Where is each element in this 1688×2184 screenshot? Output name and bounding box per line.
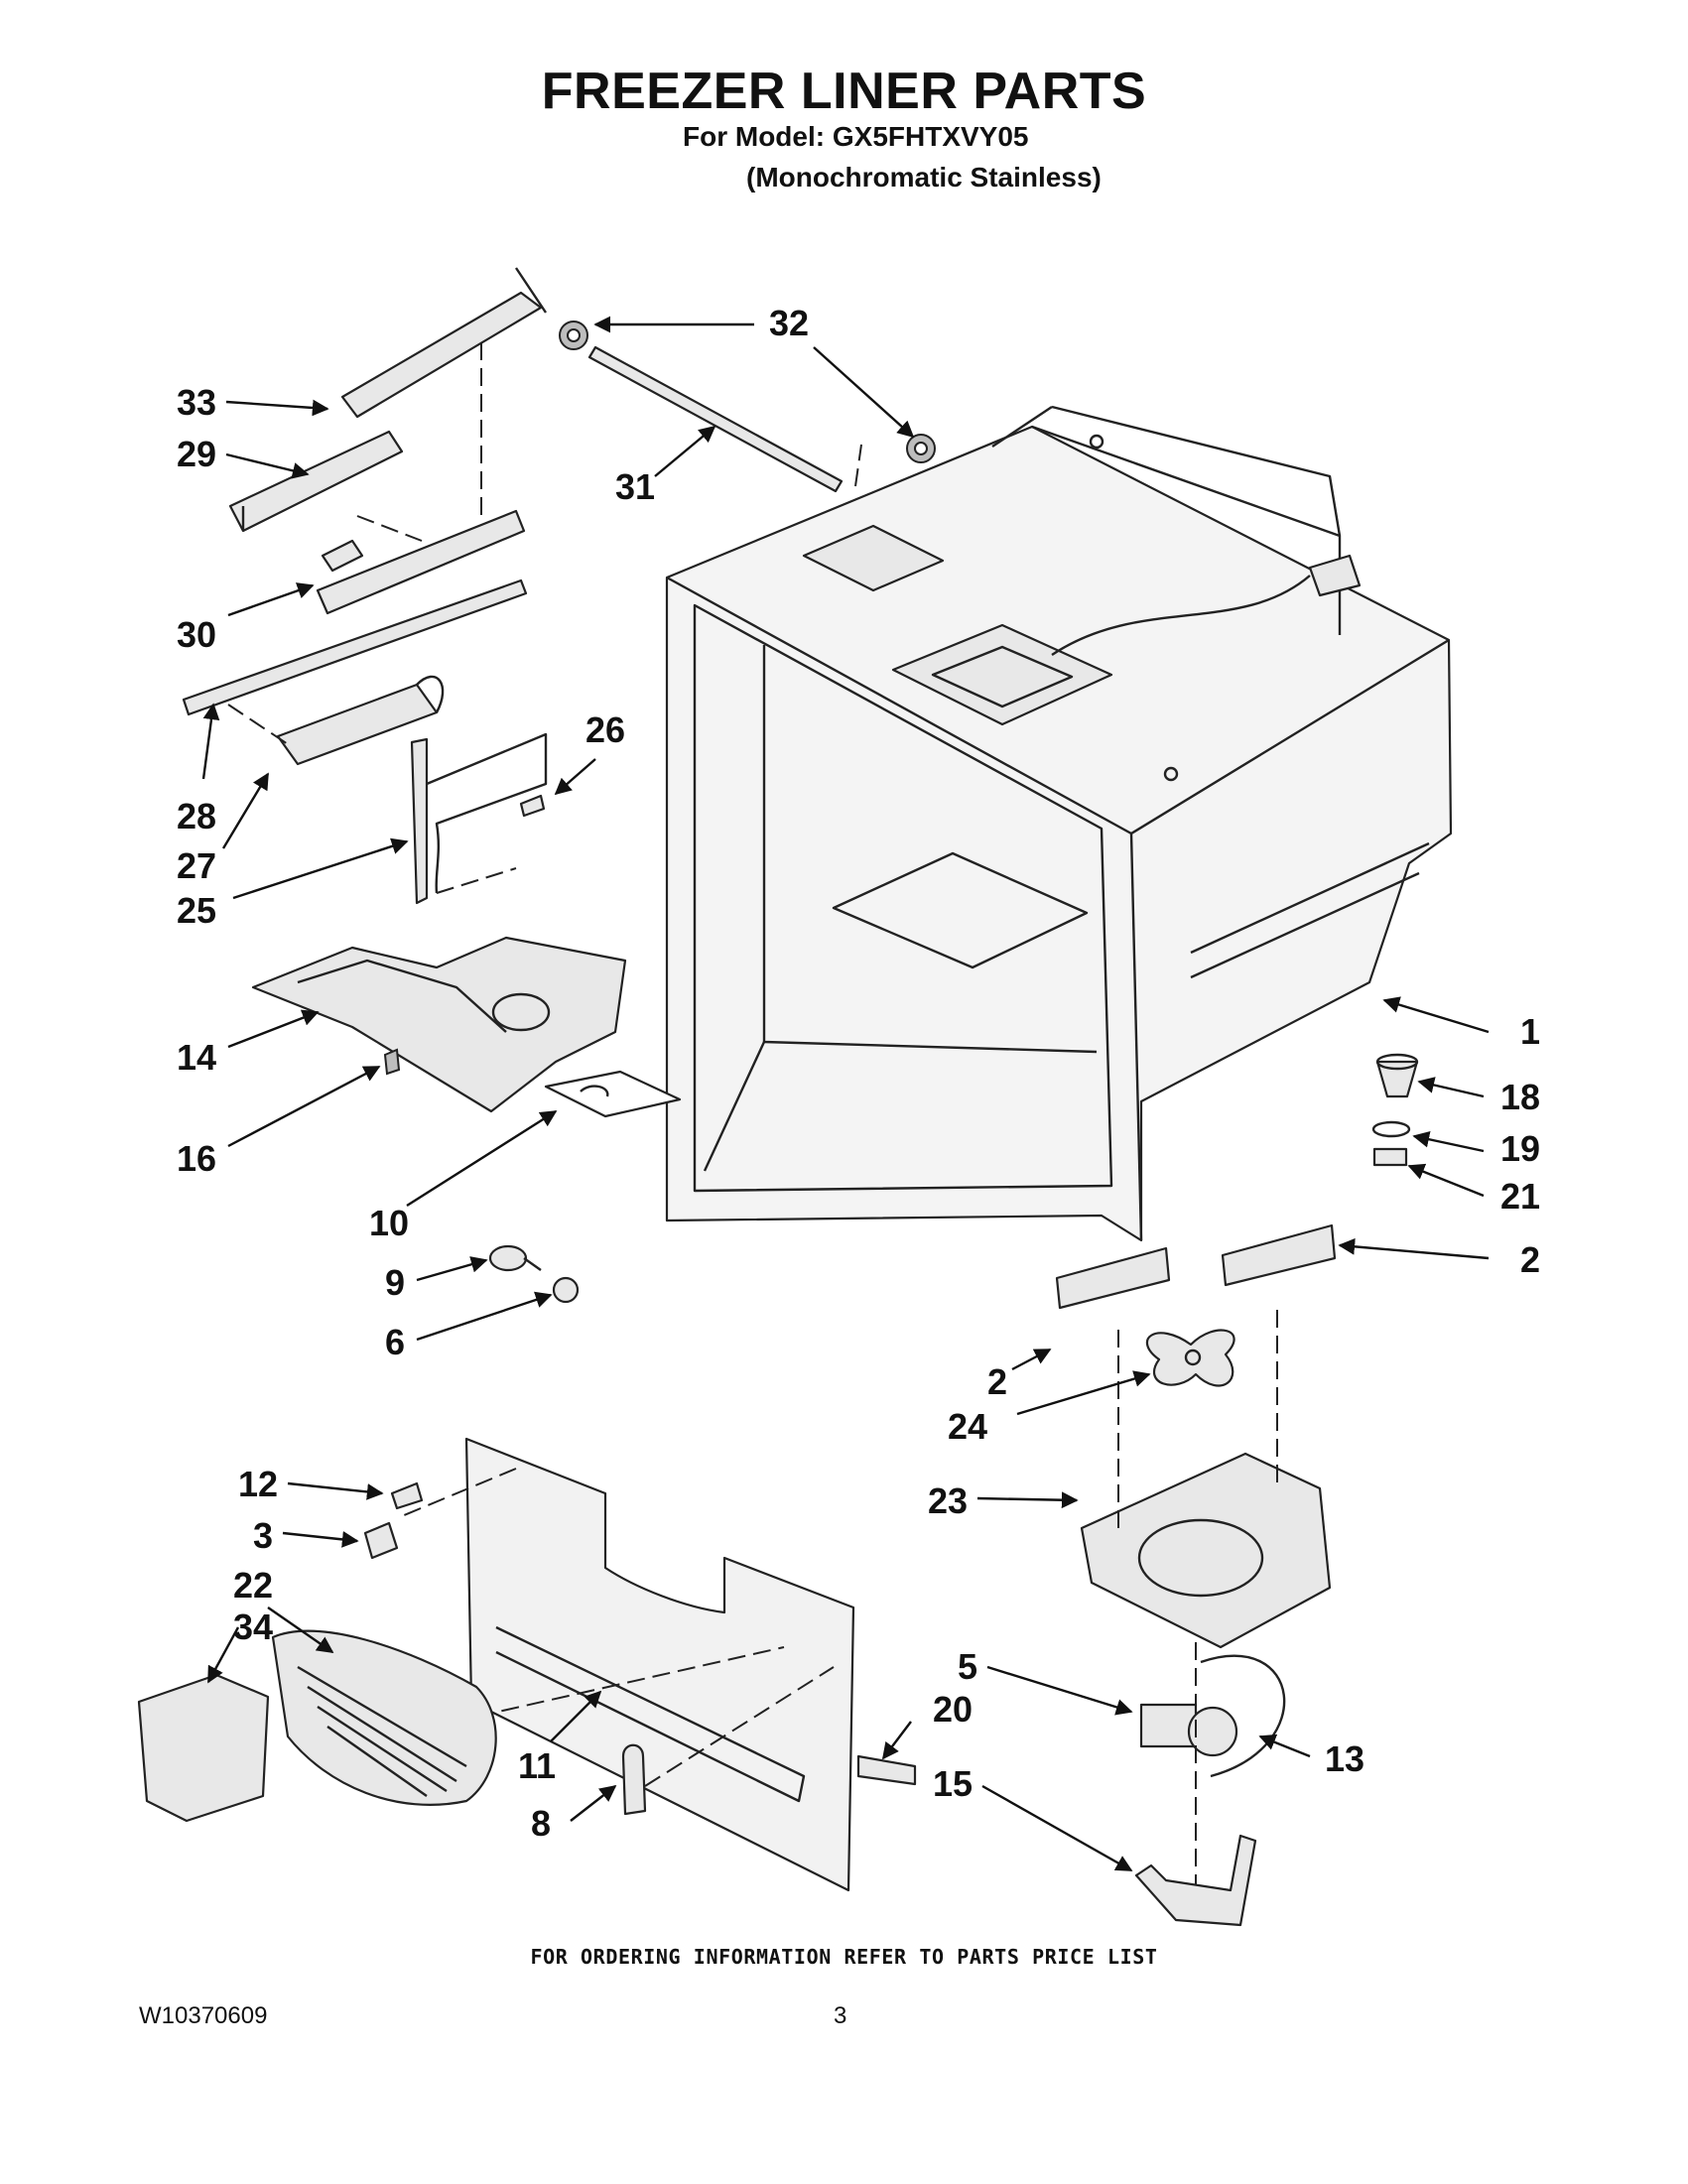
rear-panel-parts [396, 1437, 917, 1892]
fill-tube-parts [1371, 1053, 1419, 1167]
callout-22: 22 [233, 1565, 273, 1606]
leader-lines [201, 316, 1490, 1872]
callout-24: 24 [948, 1406, 987, 1447]
bracket-and-screw-parts [410, 732, 548, 905]
callout-33: 33 [177, 382, 216, 423]
callout-26: 26 [585, 709, 625, 750]
callout-15: 15 [933, 1763, 973, 1804]
gear-and-shaft-parts [559, 321, 936, 493]
callout-5: 5 [958, 1646, 977, 1687]
callout-labels: 32 33 29 31 30 26 28 27 25 14 16 10 9 6 … [177, 303, 1540, 1844]
callout-1: 1 [1520, 1011, 1540, 1052]
callout-6: 6 [385, 1322, 405, 1362]
callout-25: 25 [177, 890, 216, 931]
callout-10: 10 [369, 1203, 409, 1243]
callout-9: 9 [385, 1262, 405, 1303]
callout-11: 11 [518, 1745, 556, 1786]
grille-and-cover-parts [137, 1629, 497, 1823]
callout-27: 27 [177, 845, 216, 886]
fan-blade-and-housing-parts [1080, 1310, 1332, 1649]
callout-14: 14 [177, 1037, 216, 1078]
callout-31: 31 [615, 466, 655, 507]
callout-12: 12 [238, 1464, 278, 1504]
callout-21: 21 [1500, 1176, 1540, 1217]
callout-2-right: 2 [1520, 1239, 1540, 1280]
callout-34: 34 [233, 1606, 273, 1647]
callout-3: 3 [253, 1515, 273, 1556]
page-title: FREEZER LINER PARTS [541, 63, 1147, 120]
callout-13: 13 [1325, 1738, 1364, 1779]
insulation-pad-parts [1055, 1223, 1337, 1310]
model-variant: (Monochromatic Stainless) [746, 162, 1102, 193]
motor-and-bracket-parts [1134, 1642, 1286, 1927]
callout-29: 29 [177, 434, 216, 474]
callout-8: 8 [531, 1803, 551, 1844]
callout-2-left: 2 [987, 1361, 1007, 1402]
callout-30: 30 [177, 614, 216, 655]
callout-20: 20 [933, 1689, 973, 1730]
bulb-and-socket-parts [488, 1244, 580, 1304]
callout-18: 18 [1500, 1077, 1540, 1117]
model-subtitle: For Model: GX5FHTXVY05 [683, 121, 1029, 152]
screw-and-switch-parts [363, 1481, 424, 1560]
tray-and-label-parts [251, 936, 682, 1118]
ordering-info-note: FOR ORDERING INFORMATION REFER TO PARTS … [530, 1945, 1158, 1969]
callout-32: 32 [769, 303, 809, 343]
callout-28: 28 [177, 796, 216, 836]
callout-19: 19 [1500, 1128, 1540, 1169]
page-number: 3 [834, 2002, 847, 2029]
document-number: W10370609 [139, 2002, 268, 2029]
callout-23: 23 [928, 1480, 968, 1521]
callout-16: 16 [177, 1138, 216, 1179]
freezer-liner-part [665, 405, 1453, 1242]
rail-assembly-parts [182, 267, 547, 766]
